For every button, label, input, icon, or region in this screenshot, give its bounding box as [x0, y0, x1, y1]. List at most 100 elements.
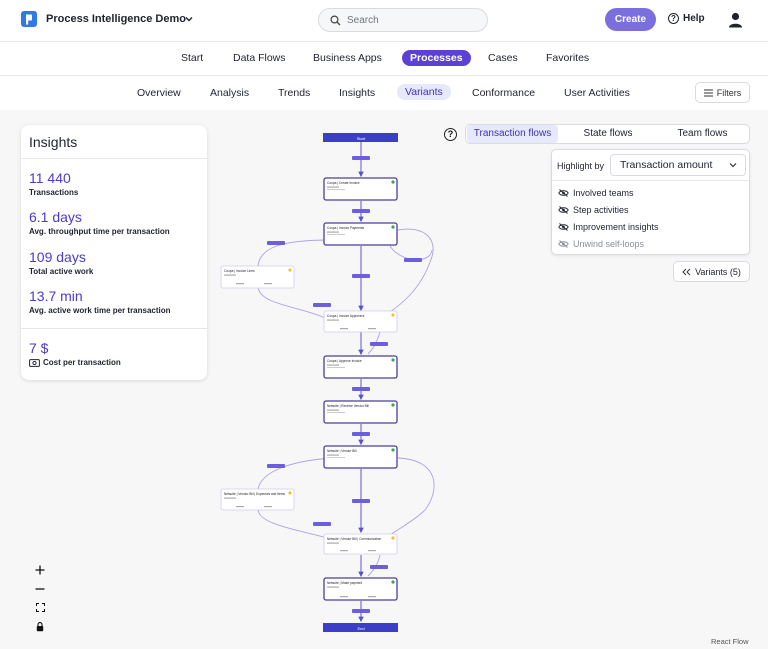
option-label: Step activities: [573, 205, 629, 215]
edge-label: [352, 387, 370, 391]
node-title: Netsuite | Make payment: [327, 581, 362, 585]
flow-type-tabs: Transaction flows State flows Team flows: [465, 124, 750, 144]
help-circle-icon[interactable]: ?: [444, 128, 457, 141]
edge-label: [313, 522, 331, 526]
node-title: Coupa | Invoice Payments: [327, 226, 365, 230]
edge-label: [370, 342, 388, 346]
variants-button[interactable]: Variants (5): [673, 261, 750, 282]
eye-off-icon: [558, 189, 569, 197]
edge: [258, 286, 325, 318]
metric-label: Avg. active work time per transaction: [29, 306, 171, 315]
toggle-unwind-self-loops[interactable]: Unwind self-loops: [558, 239, 644, 249]
minus-icon: [35, 584, 45, 594]
toggle-involved-teams[interactable]: Involved teams: [558, 188, 634, 198]
node-status: [391, 180, 394, 183]
toggle-step-activities[interactable]: Step activities: [558, 205, 629, 215]
node-status: [288, 491, 291, 494]
process-node: Coupa | Create Invoice: [324, 178, 397, 200]
edge: [398, 458, 434, 510]
fit-view-button[interactable]: [31, 599, 49, 617]
metric-transactions: 11 440 Transactions: [29, 170, 78, 197]
metric-value: 109 days: [29, 249, 93, 265]
edge-label: [352, 156, 370, 160]
metric-value: 6.1 days: [29, 209, 170, 225]
lock-button[interactable]: [31, 618, 49, 636]
edge-label: [352, 209, 370, 213]
edge-label: [267, 464, 285, 468]
eye-off-icon: [558, 206, 569, 214]
process-node: Coupa | Invoice Payments: [324, 223, 397, 245]
lock-icon: [36, 622, 44, 632]
process-node: Coupa | Invoice Lines: [221, 266, 294, 288]
highlight-panel: Highlight by Transaction amount Involved…: [551, 149, 750, 255]
highlight-label: Highlight by: [557, 161, 604, 171]
tab-team-flows[interactable]: Team flows: [656, 125, 749, 143]
node-title: Netsuite | Receive Vendor Bill: [327, 404, 369, 408]
insights-panel: Insights 11 440 Transactions 6.1 days Av…: [21, 125, 207, 380]
node-status: [391, 403, 394, 406]
process-node: Netsuite | Receive Vendor Bill: [324, 401, 397, 423]
tab-state-flows[interactable]: State flows: [563, 125, 653, 143]
plus-icon: [35, 565, 45, 575]
node-title: Coupa | Invoice Lines: [224, 269, 255, 273]
node-status: [288, 268, 291, 271]
metric-label: Cost per transaction: [43, 358, 121, 367]
edge-label: [404, 258, 422, 262]
node-status: [391, 536, 394, 539]
process-node: Netsuite | Vendor Bill | Communication: [324, 534, 397, 554]
metric-label: Total active work: [29, 267, 93, 276]
node-title: Netsuite | Vendor Bill | Expenses and It…: [224, 492, 285, 496]
zoom-in-button[interactable]: [31, 561, 49, 579]
toggle-improvement-insights[interactable]: Improvement insights: [558, 222, 659, 232]
node-title: Netsuite | Vendor Bill | Communication: [327, 537, 382, 541]
chevrons-left-icon: [682, 268, 691, 276]
metric-active-work: 109 days Total active work: [29, 249, 93, 276]
edge-label: [370, 565, 388, 569]
option-label: Improvement insights: [573, 222, 659, 232]
highlight-select[interactable]: Transaction amount: [610, 154, 746, 176]
process-node: Netsuite | Make payment: [324, 578, 397, 600]
node-status: [391, 225, 394, 228]
metric-throughput: 6.1 days Avg. throughput time per transa…: [29, 209, 170, 236]
edge: [390, 262, 430, 312]
process-node: Coupa | Approve Invoice: [324, 356, 397, 378]
node-status: [391, 313, 394, 316]
edge: [390, 510, 425, 535]
metric-cost: 7 $ Cost per transaction: [29, 340, 121, 367]
edge-label: [352, 432, 370, 436]
end-label: End: [357, 626, 364, 631]
cash-icon: [29, 359, 40, 367]
option-label: Unwind self-loops: [573, 239, 644, 249]
node-title: Coupa | Create Invoice: [327, 181, 360, 185]
edge-label: [352, 499, 370, 503]
react-flow-attribution[interactable]: React Flow: [711, 637, 749, 646]
metric-label: Transactions: [29, 188, 78, 197]
divider: [21, 328, 207, 329]
edge-label: [313, 303, 331, 307]
divider: [552, 180, 749, 181]
option-label: Involved teams: [573, 188, 634, 198]
edge-label: [352, 274, 370, 278]
process-node: Netsuite | Vendor Bill: [324, 446, 397, 468]
eye-off-icon: [558, 240, 569, 248]
node-title: Coupa | Invoice Approvers: [327, 314, 365, 318]
process-node: Coupa | Invoice Approvers: [324, 311, 397, 332]
node-status: [391, 580, 394, 583]
chevron-down-icon: [729, 162, 737, 168]
node-title: Netsuite | Vendor Bill: [327, 449, 357, 453]
zoom-out-button[interactable]: [31, 580, 49, 598]
insights-title: Insights: [21, 125, 207, 159]
tab-transaction-flows[interactable]: Transaction flows: [467, 125, 558, 143]
edge-label: [267, 241, 285, 245]
start-label: Start: [357, 136, 366, 141]
fit-view-icon: [36, 603, 45, 612]
eye-off-icon: [558, 223, 569, 231]
metric-active-time: 13.7 min Avg. active work time per trans…: [29, 288, 171, 315]
metric-value: 13.7 min: [29, 288, 171, 304]
node-status: [391, 448, 394, 451]
highlight-selected: Transaction amount: [620, 159, 712, 171]
edge-label: [352, 609, 370, 613]
node-title: Coupa | Approve Invoice: [327, 359, 362, 363]
metric-label: Avg. throughput time per transaction: [29, 227, 170, 236]
metric-value: 7 $: [29, 340, 121, 356]
